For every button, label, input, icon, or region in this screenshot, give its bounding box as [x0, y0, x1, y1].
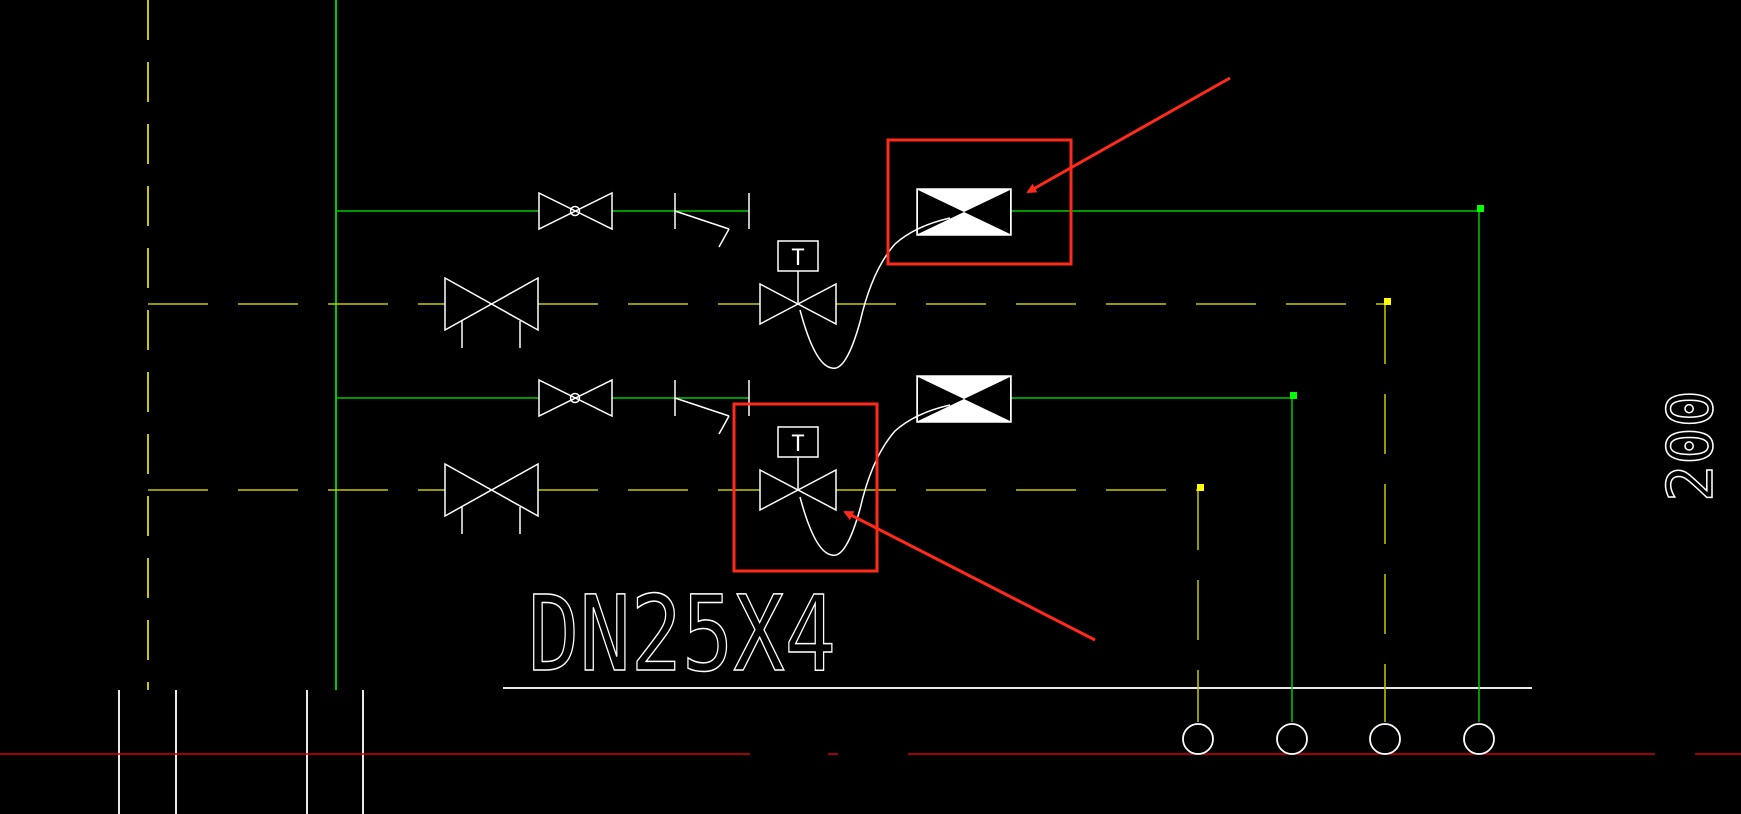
check-valve-icon — [674, 193, 750, 248]
valve-tag-letter: T — [791, 432, 804, 457]
temperature-control-valve-icon — [759, 217, 951, 369]
valve-tag-letter: T — [791, 246, 804, 271]
butterfly-valve-icon — [916, 375, 1012, 423]
highlight-box-temperature-control-valve — [732, 402, 879, 573]
return-node-1 — [1384, 298, 1391, 305]
large-gate-valve-icon — [444, 276, 539, 348]
annotation-arrow-lower — [843, 510, 1096, 642]
riser-terminal-1 — [1182, 723, 1214, 755]
temperature-control-valve-icon — [759, 404, 951, 556]
annotation-arrow-upper — [1026, 76, 1231, 194]
pipe-size-label: DN25X4 — [528, 573, 836, 695]
supply-node-2 — [1290, 392, 1297, 399]
gate-valve-icon — [538, 378, 613, 418]
return-pipe-1 — [148, 303, 1387, 722]
return-pipe-2 — [148, 489, 1199, 722]
supply-node-1 — [1477, 205, 1484, 212]
supply-pipe-1 — [336, 210, 1480, 722]
highlight-box-butterfly-valve — [886, 138, 1073, 266]
riser-terminal-3 — [1369, 723, 1401, 755]
riser-terminal-4 — [1463, 723, 1495, 755]
butterfly-valve-icon — [916, 188, 1012, 236]
side-dimension-label: 200 — [1654, 390, 1727, 502]
riser-terminal-2 — [1276, 723, 1308, 755]
return-node-2 — [1197, 484, 1204, 491]
gate-valve-icon — [538, 191, 613, 231]
supply-pipe-2 — [336, 397, 1293, 722]
structural-lines-bottom — [118, 687, 1532, 814]
large-gate-valve-icon — [444, 462, 539, 534]
check-valve-icon — [674, 380, 750, 435]
